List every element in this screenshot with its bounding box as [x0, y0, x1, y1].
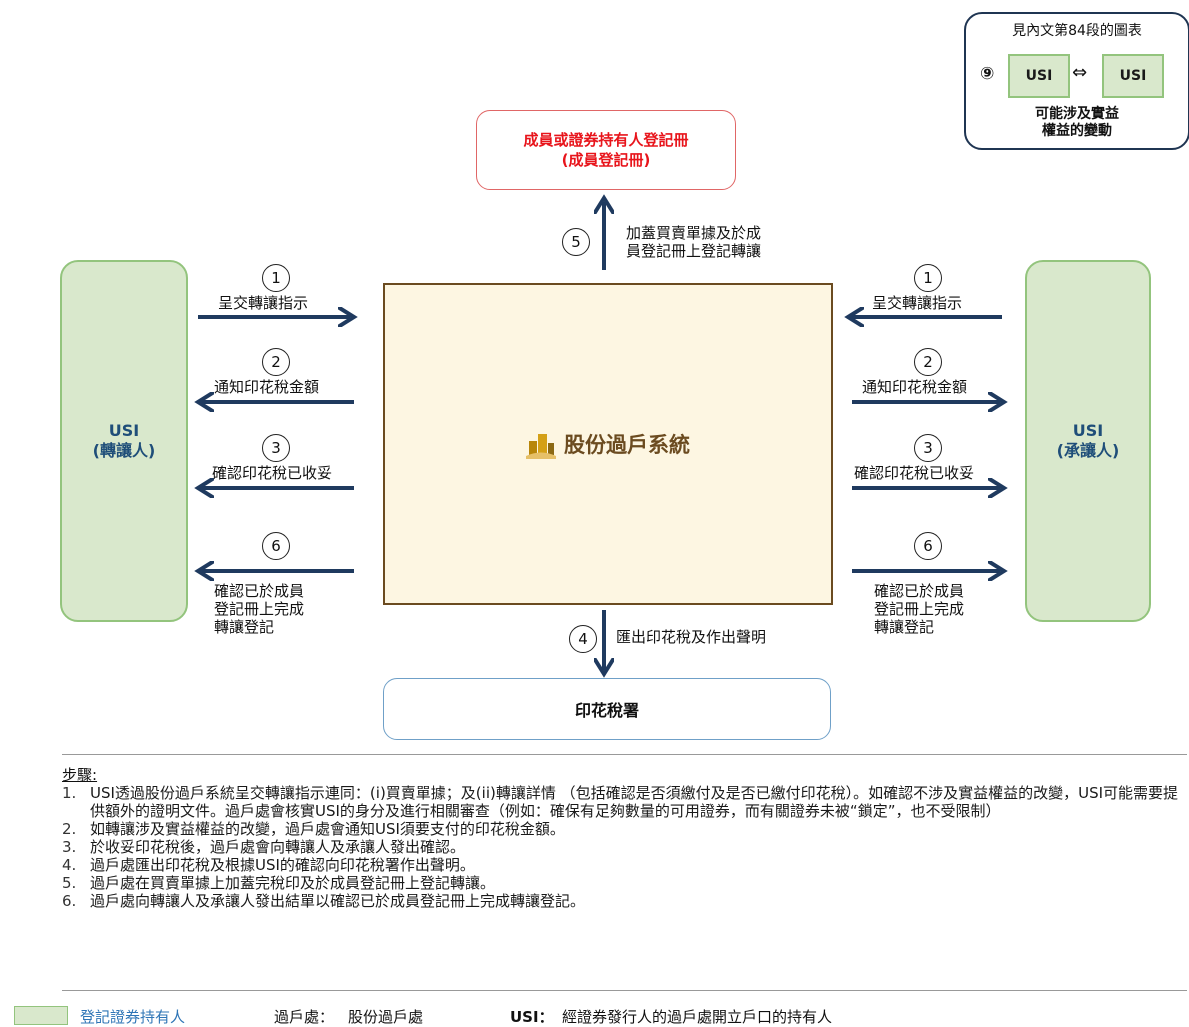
steps-bottom-divider [62, 990, 1187, 991]
step-item-2-text: 如轉讓涉及實益權益的改變，過戶處會通知USI須要支付的印花稅金額。 [90, 820, 565, 838]
inset-swap-icon: ⇔ [1072, 62, 1088, 83]
register-box-line2: (成員登記冊) [561, 151, 651, 169]
steps-section: 步驟: 1. USI透過股份過戶系統呈交轉讓指示連同：(i)買賣單據；及(ii)轉… [62, 766, 1182, 910]
legend-holder-swatch [14, 1006, 68, 1025]
steps-heading: 步驟: [62, 766, 98, 784]
transferee-usi-box: USI (承讓人) [1025, 260, 1151, 622]
left-step1-number: 1 [262, 264, 290, 292]
step-item-4-text: 過戶處匯出印花稅及根據USI的確認向印花稅署作出聲明。 [90, 856, 475, 874]
right-step6-number: 6 [914, 532, 942, 560]
legend-registrar-value: 股份過戶處 [348, 1008, 424, 1026]
steps-divider [62, 754, 1187, 755]
left-step6-number: 6 [262, 532, 290, 560]
legend: 登記證券持有人 過戶處： 股份過戶處 USI： 經證券發行人的過戶處開立戶口的持… [14, 1006, 1184, 1026]
step-item-5-text: 過戶處在買賣單據上加蓋完稅印及於成員登記冊上登記轉讓。 [90, 874, 496, 892]
left-step3-label: 確認印花稅已收妥 [212, 464, 333, 482]
register-box-line1: 成員或證券持有人登記冊 [523, 131, 689, 149]
share-registrar-system-box: 股份過戶系統 [383, 283, 833, 605]
stamp-office-box: 印花稅署 [383, 678, 831, 740]
transferor-line2: (轉讓人) [92, 441, 156, 460]
left-step2-label: 通知印花稅金額 [214, 378, 320, 396]
step-item-4-num: 4. [62, 856, 77, 874]
left-step1-label: 呈交轉讓指示 [218, 294, 309, 312]
transferor-label: USI (轉讓人) [93, 421, 156, 461]
inset-note: 可能涉及實益 權益的變動 [966, 106, 1188, 140]
beneficial-interest-inset: 見內文第84段的圖表 ⑨ USI ⇔ USI 可能涉及實益 權益的變動 [964, 12, 1189, 150]
left-step6-label: 確認已於成員 登記冊上完成 轉讓登記 [214, 582, 305, 636]
step4-label: 匯出印花稅及作出聲明 [616, 628, 767, 646]
transferor-line1: USI [108, 421, 140, 440]
step-item-1-text: USI透過股份過戶系統呈交轉讓指示連同：(i)買賣單據；及(ii)轉讓詳情 （包… [90, 784, 1179, 820]
step-item-5: 5. 過戶處在買賣單據上加蓋完稅印及於成員登記冊上登記轉讓。 [62, 874, 1182, 892]
inset-usi-left: USI [1008, 54, 1070, 98]
stamp-office-label: 印花稅署 [574, 701, 639, 720]
left-step2-number: 2 [262, 348, 290, 376]
inset-step-number: ⑨ [980, 64, 995, 84]
step-item-1-num: 1. [62, 784, 77, 802]
transferee-line2: (承讓人) [1056, 441, 1120, 460]
transferee-label: USI (承讓人) [1057, 421, 1120, 461]
right-step1-label: 呈交轉讓指示 [872, 294, 963, 312]
step-item-2: 2. 如轉讓涉及實益權益的改變，過戶處會通知USI須要支付的印花稅金額。 [62, 820, 1182, 838]
right-step1-number: 1 [914, 264, 942, 292]
transferor-usi-box: USI (轉讓人) [60, 260, 188, 622]
building-icon [526, 434, 556, 459]
legend-registrar-key: 過戶處： [274, 1008, 335, 1026]
legend-holder-label: 登記證券持有人 [80, 1008, 186, 1026]
step-item-1: 1. USI透過股份過戶系統呈交轉讓指示連同：(i)買賣單據；及(ii)轉讓詳情 … [62, 784, 1182, 820]
inset-note-line2: 權益的變動 [1042, 123, 1112, 139]
step-item-3-text: 於收妥印花稅後，過戶處會向轉讓人及承讓人發出確認。 [90, 838, 466, 856]
members-register-box: 成員或證券持有人登記冊 (成員登記冊) [476, 110, 736, 190]
right-step3-number: 3 [914, 434, 942, 462]
step-item-6-text: 過戶處向轉讓人及承讓人發出結單以確認已於成員登記冊上完成轉讓登記。 [90, 892, 586, 910]
right-step2-number: 2 [914, 348, 942, 376]
step-item-6-num: 6. [62, 892, 77, 910]
step-item-4: 4. 過戶處匯出印花稅及根據USI的確認向印花稅署作出聲明。 [62, 856, 1182, 874]
step-item-3: 3. 於收妥印花稅後，過戶處會向轉讓人及承讓人發出確認。 [62, 838, 1182, 856]
center-title: 股份過戶系統 [564, 433, 690, 457]
left-step3-number: 3 [262, 434, 290, 462]
right-step2-label: 通知印花稅金額 [862, 378, 968, 396]
step4-number: 4 [569, 625, 597, 653]
step-item-5-num: 5. [62, 874, 77, 892]
step-item-3-num: 3. [62, 838, 77, 856]
flow-arrows [0, 0, 1189, 760]
step-item-6: 6. 過戶處向轉讓人及承讓人發出結單以確認已於成員登記冊上完成轉讓登記。 [62, 892, 1182, 910]
right-step3-label: 確認印花稅已收妥 [854, 464, 975, 482]
inset-usi-right: USI [1102, 54, 1164, 98]
legend-usi-key: USI： [510, 1008, 554, 1026]
step5-label: 加蓋買賣單據及於成 員登記冊上登記轉讓 [626, 224, 762, 260]
step5-number: 5 [562, 228, 590, 256]
legend-usi-value: 經證券發行人的過戶處開立戶口的持有人 [562, 1008, 833, 1026]
step-item-2-num: 2. [62, 820, 77, 838]
inset-caption: 見內文第84段的圖表 [1012, 23, 1142, 39]
right-step6-label: 確認已於成員 登記冊上完成 轉讓登記 [874, 582, 965, 636]
transferee-line1: USI [1072, 421, 1104, 440]
inset-note-line1: 可能涉及實益 [1035, 106, 1119, 122]
